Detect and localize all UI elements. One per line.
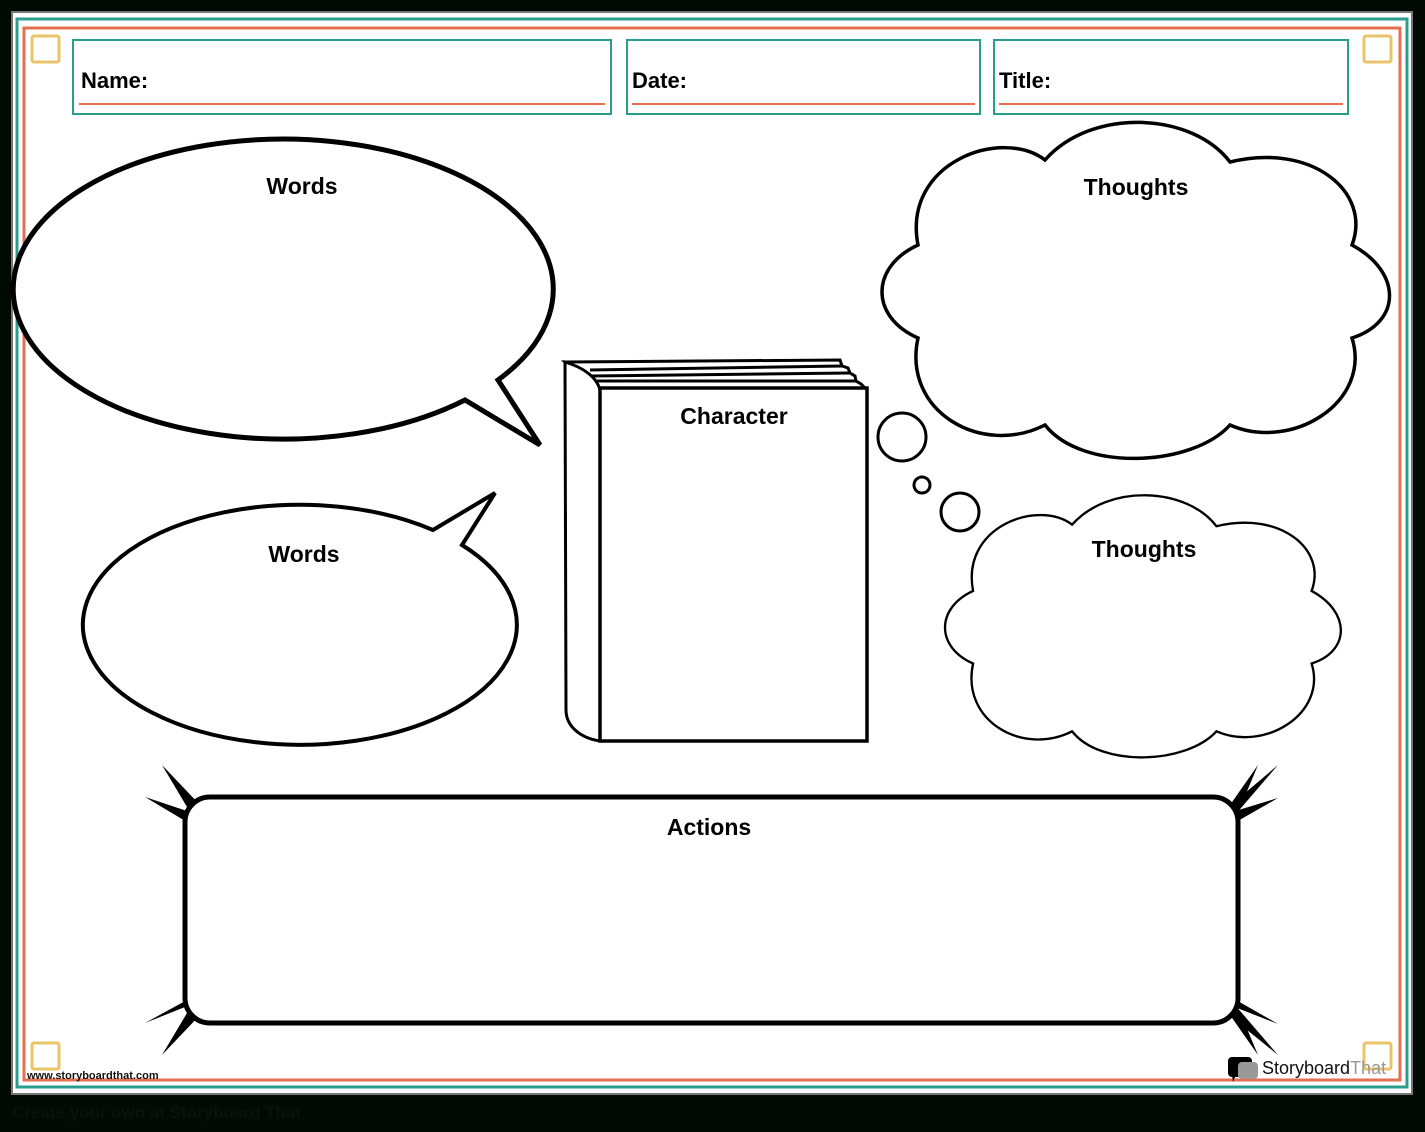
logo-text-light: That xyxy=(1350,1058,1386,1078)
title-label: Title: xyxy=(999,68,1051,93)
burst-spikes xyxy=(145,765,1278,1055)
actions-label: Actions xyxy=(667,814,751,840)
character-book[interactable]: Character xyxy=(560,358,869,743)
corner-squares xyxy=(30,34,1393,1071)
words-bottom-label: Words xyxy=(268,541,339,567)
speech-bubbles-icon xyxy=(1228,1057,1258,1082)
name-label: Name: xyxy=(81,68,148,93)
coral-border xyxy=(22,26,1402,1082)
teal-border xyxy=(15,17,1409,1089)
svg-text:StoryboardThat: StoryboardThat xyxy=(1262,1058,1386,1078)
create-your-own-link[interactable]: Create your own at Storyboard That xyxy=(12,1103,302,1122)
character-label: Character xyxy=(680,403,787,429)
thoughts-bottom-label: Thoughts xyxy=(1092,536,1197,562)
words-top-label: Words xyxy=(266,173,337,199)
logo-text-dark: Storyboard xyxy=(1262,1058,1350,1078)
thoughts-top-label: Thoughts xyxy=(1084,174,1189,200)
thoughts-cloud-bottom[interactable]: Thoughts xyxy=(943,494,1343,759)
website-text: www.storyboardthat.com xyxy=(26,1070,159,1082)
title-field[interactable]: Title: xyxy=(993,39,1349,115)
thought-dots xyxy=(876,411,981,533)
actions-box[interactable]: Actions xyxy=(145,765,1278,1055)
worksheet: Name: Date: Title: Words Words Character xyxy=(10,11,1413,1095)
date-field[interactable]: Date: xyxy=(626,39,981,115)
words-bubble-bottom[interactable]: Words xyxy=(80,491,519,747)
storyboardthat-logo[interactable]: StoryboardThat xyxy=(1228,1057,1386,1082)
name-field[interactable]: Name: xyxy=(72,39,612,115)
date-label: Date: xyxy=(632,68,687,93)
words-bubble-top[interactable]: Words xyxy=(10,136,556,448)
thoughts-cloud-top[interactable]: Thoughts xyxy=(880,120,1392,461)
